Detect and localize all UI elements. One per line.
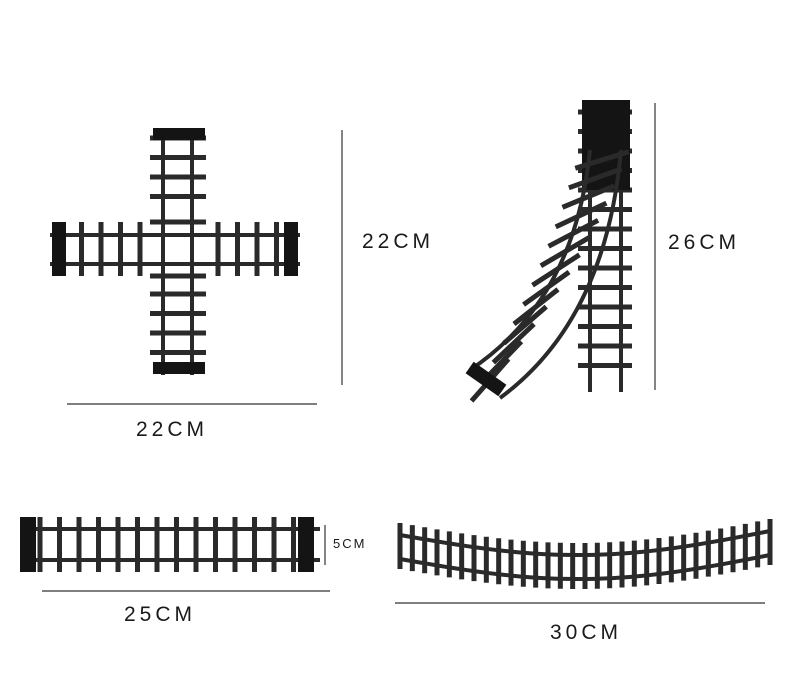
end-connector — [284, 222, 298, 276]
curved-track — [397, 519, 773, 590]
tie — [568, 166, 623, 191]
curved-rail — [468, 149, 592, 372]
straight-width-label: 5CM — [333, 536, 367, 551]
tie — [554, 200, 608, 230]
dimension-lines — [42, 103, 765, 604]
cross-height-label: 22CM — [362, 230, 435, 253]
tie — [561, 183, 616, 210]
curved-rail — [498, 149, 623, 400]
end-connector — [153, 128, 205, 140]
end-connector — [153, 362, 205, 374]
straight-track — [20, 517, 320, 572]
curved-length-label: 30CM — [550, 621, 623, 644]
end-connector — [52, 222, 66, 276]
rail — [399, 553, 771, 582]
tie — [491, 322, 536, 365]
end-connector — [298, 517, 314, 572]
switch-height-label: 26CM — [668, 231, 741, 254]
switch-track — [465, 100, 632, 403]
end-connector — [20, 517, 36, 572]
straight-length-label: 25CM — [124, 603, 197, 626]
rail — [399, 529, 771, 558]
cross-width-label: 22CM — [136, 418, 209, 441]
end-connector — [465, 361, 507, 397]
cross-track — [50, 128, 300, 375]
